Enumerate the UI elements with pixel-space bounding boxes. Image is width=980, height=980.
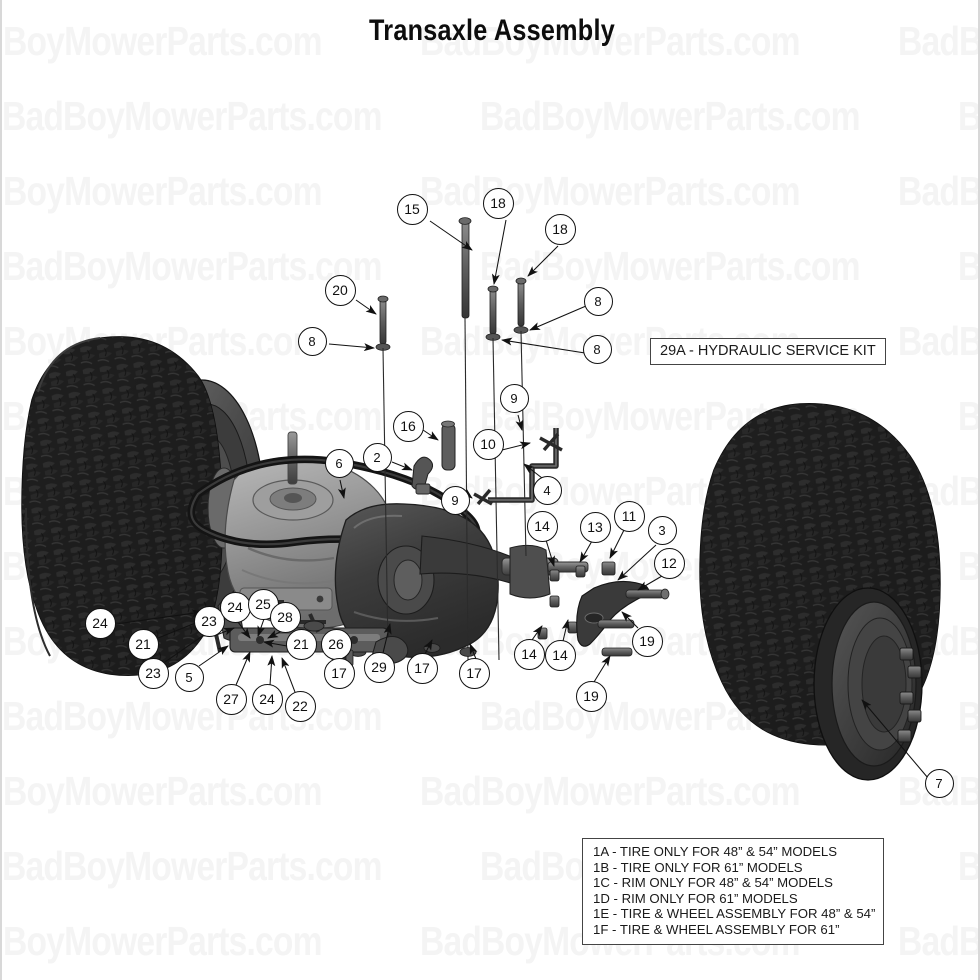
callout-balloon-20[interactable]: 20: [324, 274, 356, 306]
watermark-text: BadBoyMowerParts.com: [958, 693, 978, 740]
watermark-text: BadBoyMowerParts.com: [958, 543, 978, 590]
callout-balloon-17[interactable]: 17: [458, 657, 490, 689]
watermark-text: BadBoyMowerParts.com: [898, 18, 978, 64]
watermark-text: BadBoyMowerParts.com: [2, 243, 382, 289]
watermark-text: BadBoyMowerParts.com: [2, 93, 382, 139]
callout-balloon-4[interactable]: 4: [532, 475, 562, 505]
callout-balloon-8[interactable]: 8: [583, 286, 613, 316]
callout-balloon-26[interactable]: 26: [320, 628, 352, 660]
watermark-text: BadBoyMowerParts.com: [2, 843, 382, 889]
left-wheel-assembly: [21, 336, 265, 676]
watermark-text: BadBoyMowerParts.com: [2, 18, 322, 64]
callout-balloon-10[interactable]: 10: [472, 428, 504, 460]
callout-balloon-6[interactable]: 6: [324, 448, 354, 478]
hydraulic-service-kit-label: 29A - HYDRAULIC SERVICE KIT: [650, 338, 886, 365]
page-title: Transaxle Assembly: [369, 14, 615, 47]
callout-balloon-24[interactable]: 24: [219, 591, 251, 623]
callout-balloon-17[interactable]: 17: [323, 657, 355, 689]
callout-balloon-13[interactable]: 13: [579, 511, 611, 543]
watermark-text: BadBoyMowerParts.com: [2, 693, 382, 739]
watermark-text: BadBoyMowerParts.com: [480, 93, 860, 139]
watermark-text: BadBoyMowerParts.com: [420, 18, 800, 64]
callout-balloon-8[interactable]: 8: [582, 334, 612, 364]
callout-balloon-15[interactable]: 15: [396, 193, 428, 225]
callout-balloon-24[interactable]: 24: [84, 607, 116, 639]
watermark-text: BadBoyMowerParts.com: [958, 843, 978, 890]
callout-balloon-3[interactable]: 3: [647, 515, 677, 545]
callout-balloon-22[interactable]: 22: [284, 690, 316, 722]
callout-balloon-21[interactable]: 21: [285, 628, 317, 660]
callout-balloon-16[interactable]: 16: [392, 410, 424, 442]
watermark-text: BadBoyMowerParts.com: [2, 168, 322, 214]
callout-balloon-14[interactable]: 14: [513, 638, 545, 670]
legend-row: 1E - TIRE & WHEEL ASSEMBLY FOR 48” & 54”: [593, 906, 876, 922]
watermark-text: BadBoyMowerParts.com: [958, 243, 978, 290]
callout-balloon-14[interactable]: 14: [544, 639, 576, 671]
callout-balloon-27[interactable]: 27: [215, 683, 247, 715]
watermark-text: BadBoyMowerParts.com: [2, 768, 322, 814]
callout-balloon-11[interactable]: 11: [613, 500, 645, 532]
legend-row: 1B - TIRE ONLY FOR 61” MODELS: [593, 859, 803, 875]
callout-balloon-9[interactable]: 9: [440, 485, 470, 515]
callout-balloon-12[interactable]: 12: [653, 547, 685, 579]
callout-balloon-19[interactable]: 19: [575, 680, 607, 712]
legend-row: 1A - TIRE ONLY FOR 48” & 54” MODELS: [593, 844, 838, 859]
callout-balloon-24[interactable]: 24: [251, 683, 283, 715]
callout-balloon-8[interactable]: 8: [297, 326, 327, 356]
legend-row: 1F - TIRE & WHEEL ASSEMBLY FOR 61”: [593, 921, 840, 937]
callout-balloon-2[interactable]: 2: [362, 442, 392, 472]
watermark-text: BadBoyMowerParts.com: [898, 918, 978, 964]
callout-balloon-18[interactable]: 18: [482, 187, 514, 219]
watermark-text: BadBoyMowerParts.com: [898, 168, 978, 214]
watermark-text: BadBoyMowerParts.com: [958, 93, 978, 140]
callout-balloon-18[interactable]: 18: [544, 213, 576, 245]
callout-balloon-9[interactable]: 9: [499, 383, 529, 413]
callout-balloon-23[interactable]: 23: [137, 657, 169, 689]
watermark-text: BadBoyMowerParts.com: [958, 393, 978, 440]
watermark-text: BadBoyMowerParts.com: [2, 918, 322, 964]
callout-balloon-7[interactable]: 7: [924, 768, 954, 798]
callout-balloon-17[interactable]: 17: [406, 652, 438, 684]
callout-balloon-28[interactable]: 28: [269, 601, 301, 633]
callout-balloon-14[interactable]: 14: [526, 510, 558, 542]
callout-balloon-5[interactable]: 5: [174, 662, 204, 692]
callout-balloon-19[interactable]: 19: [631, 625, 663, 657]
right-wheel-assembly: [699, 403, 941, 781]
watermark-text: BadBoyMowerParts.com: [898, 318, 978, 364]
legend-row: 1C - RIM ONLY FOR 48” & 54” MODELS: [593, 875, 833, 891]
callout-balloon-21[interactable]: 21: [127, 628, 159, 660]
watermark-text: BadBoyMowerParts.com: [480, 243, 860, 289]
legend-row: 1D - RIM ONLY FOR 61” MODELS: [593, 890, 798, 906]
watermark-text: BadBoyMowerParts.com: [420, 768, 800, 814]
callout-balloon-29[interactable]: 29: [363, 651, 395, 683]
